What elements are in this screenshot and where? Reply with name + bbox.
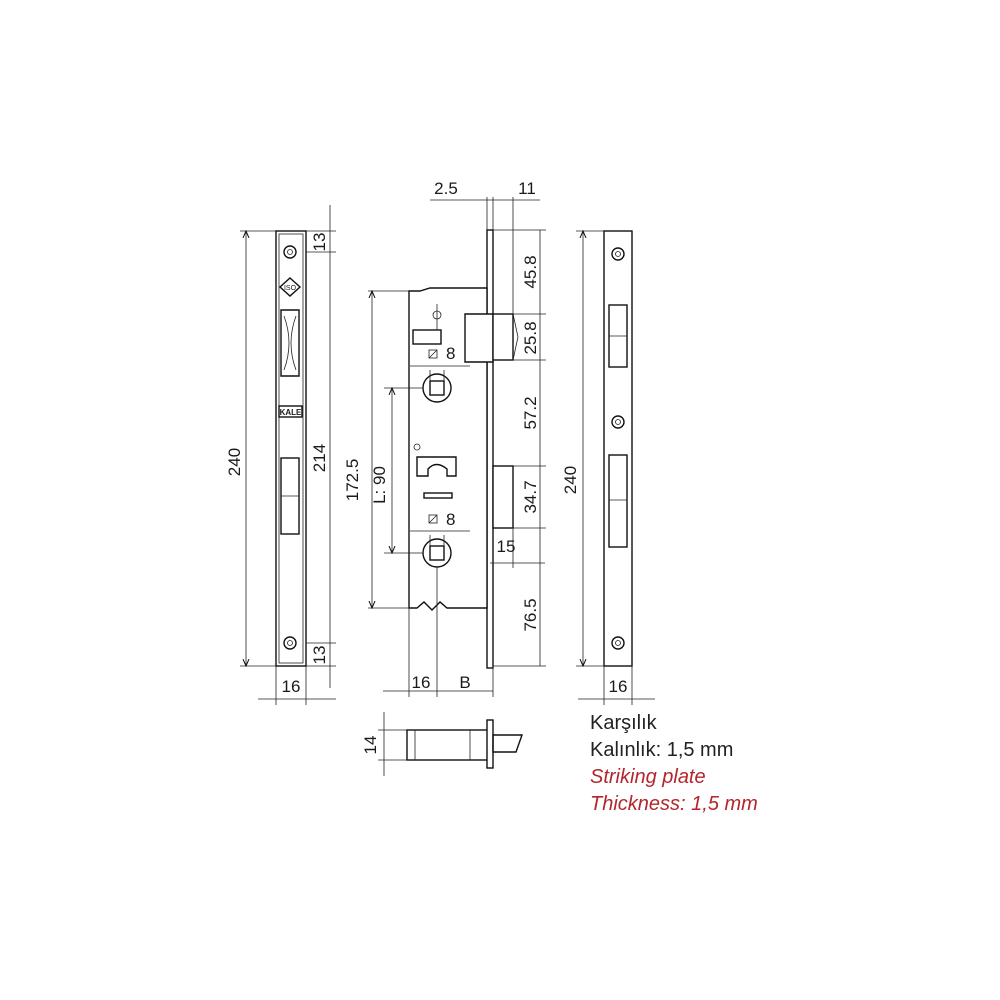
dim-spindle-distance: L: 90 [370, 466, 389, 504]
body-dimensions [368, 197, 546, 697]
dim-backset-left: 16 [412, 673, 431, 692]
svg-text:KALE: KALE [280, 408, 302, 417]
dim-bolt-offset: 2.5 [434, 179, 458, 198]
dim-spindle-square-bottom: 8 [446, 510, 455, 529]
dim-plate-left-width: 16 [282, 677, 301, 696]
dim-latch-height: 25.8 [521, 321, 540, 354]
striking-plate [603, 230, 633, 667]
iso-logo: ISO [278, 277, 302, 297]
striking-plate-dimensions [576, 231, 655, 705]
dim-bolt-height: 34.7 [521, 480, 540, 513]
dim-plate-left-top: 13 [310, 233, 329, 252]
dim-bottom: 76.5 [521, 598, 540, 631]
caption-title-tr: Karşılık [590, 712, 657, 734]
thickness-view [378, 712, 523, 776]
svg-text:ISO: ISO [284, 285, 297, 292]
caption-thickness-en: Thickness: 1,5 mm [590, 793, 758, 815]
kale-logo: KALE [278, 405, 303, 418]
dim-plate-right-width: 16 [609, 677, 628, 696]
dim-top-to-latch: 45.8 [521, 255, 540, 288]
left-faceplate [275, 230, 307, 667]
lock-body [408, 229, 519, 669]
dim-bolt-projection: 15 [497, 537, 516, 556]
left-plate-dimensions [240, 205, 336, 705]
dim-faceplate-thickness: 11 [518, 179, 536, 198]
dim-plate-left-bottom: 13 [310, 646, 329, 665]
dim-latch-to-bolt: 57.2 [521, 396, 540, 429]
dim-backset: B [459, 673, 470, 692]
caption-title-en: Striking plate [590, 766, 706, 788]
dim-plate-right-height: 240 [561, 466, 580, 494]
dim-spindle-square-top: 8 [446, 344, 455, 363]
caption-thickness-tr: Kalınlık: 1,5 mm [590, 739, 734, 761]
dim-plate-left-inner: 214 [310, 444, 329, 472]
dim-plate-left-height: 240 [225, 448, 244, 476]
dim-thickness-side: 14 [361, 736, 380, 755]
striking-plate-caption: Karşılık Kalınlık: 1,5 mm Striking plate… [590, 710, 890, 818]
dim-body-height: 172.5 [343, 459, 362, 502]
